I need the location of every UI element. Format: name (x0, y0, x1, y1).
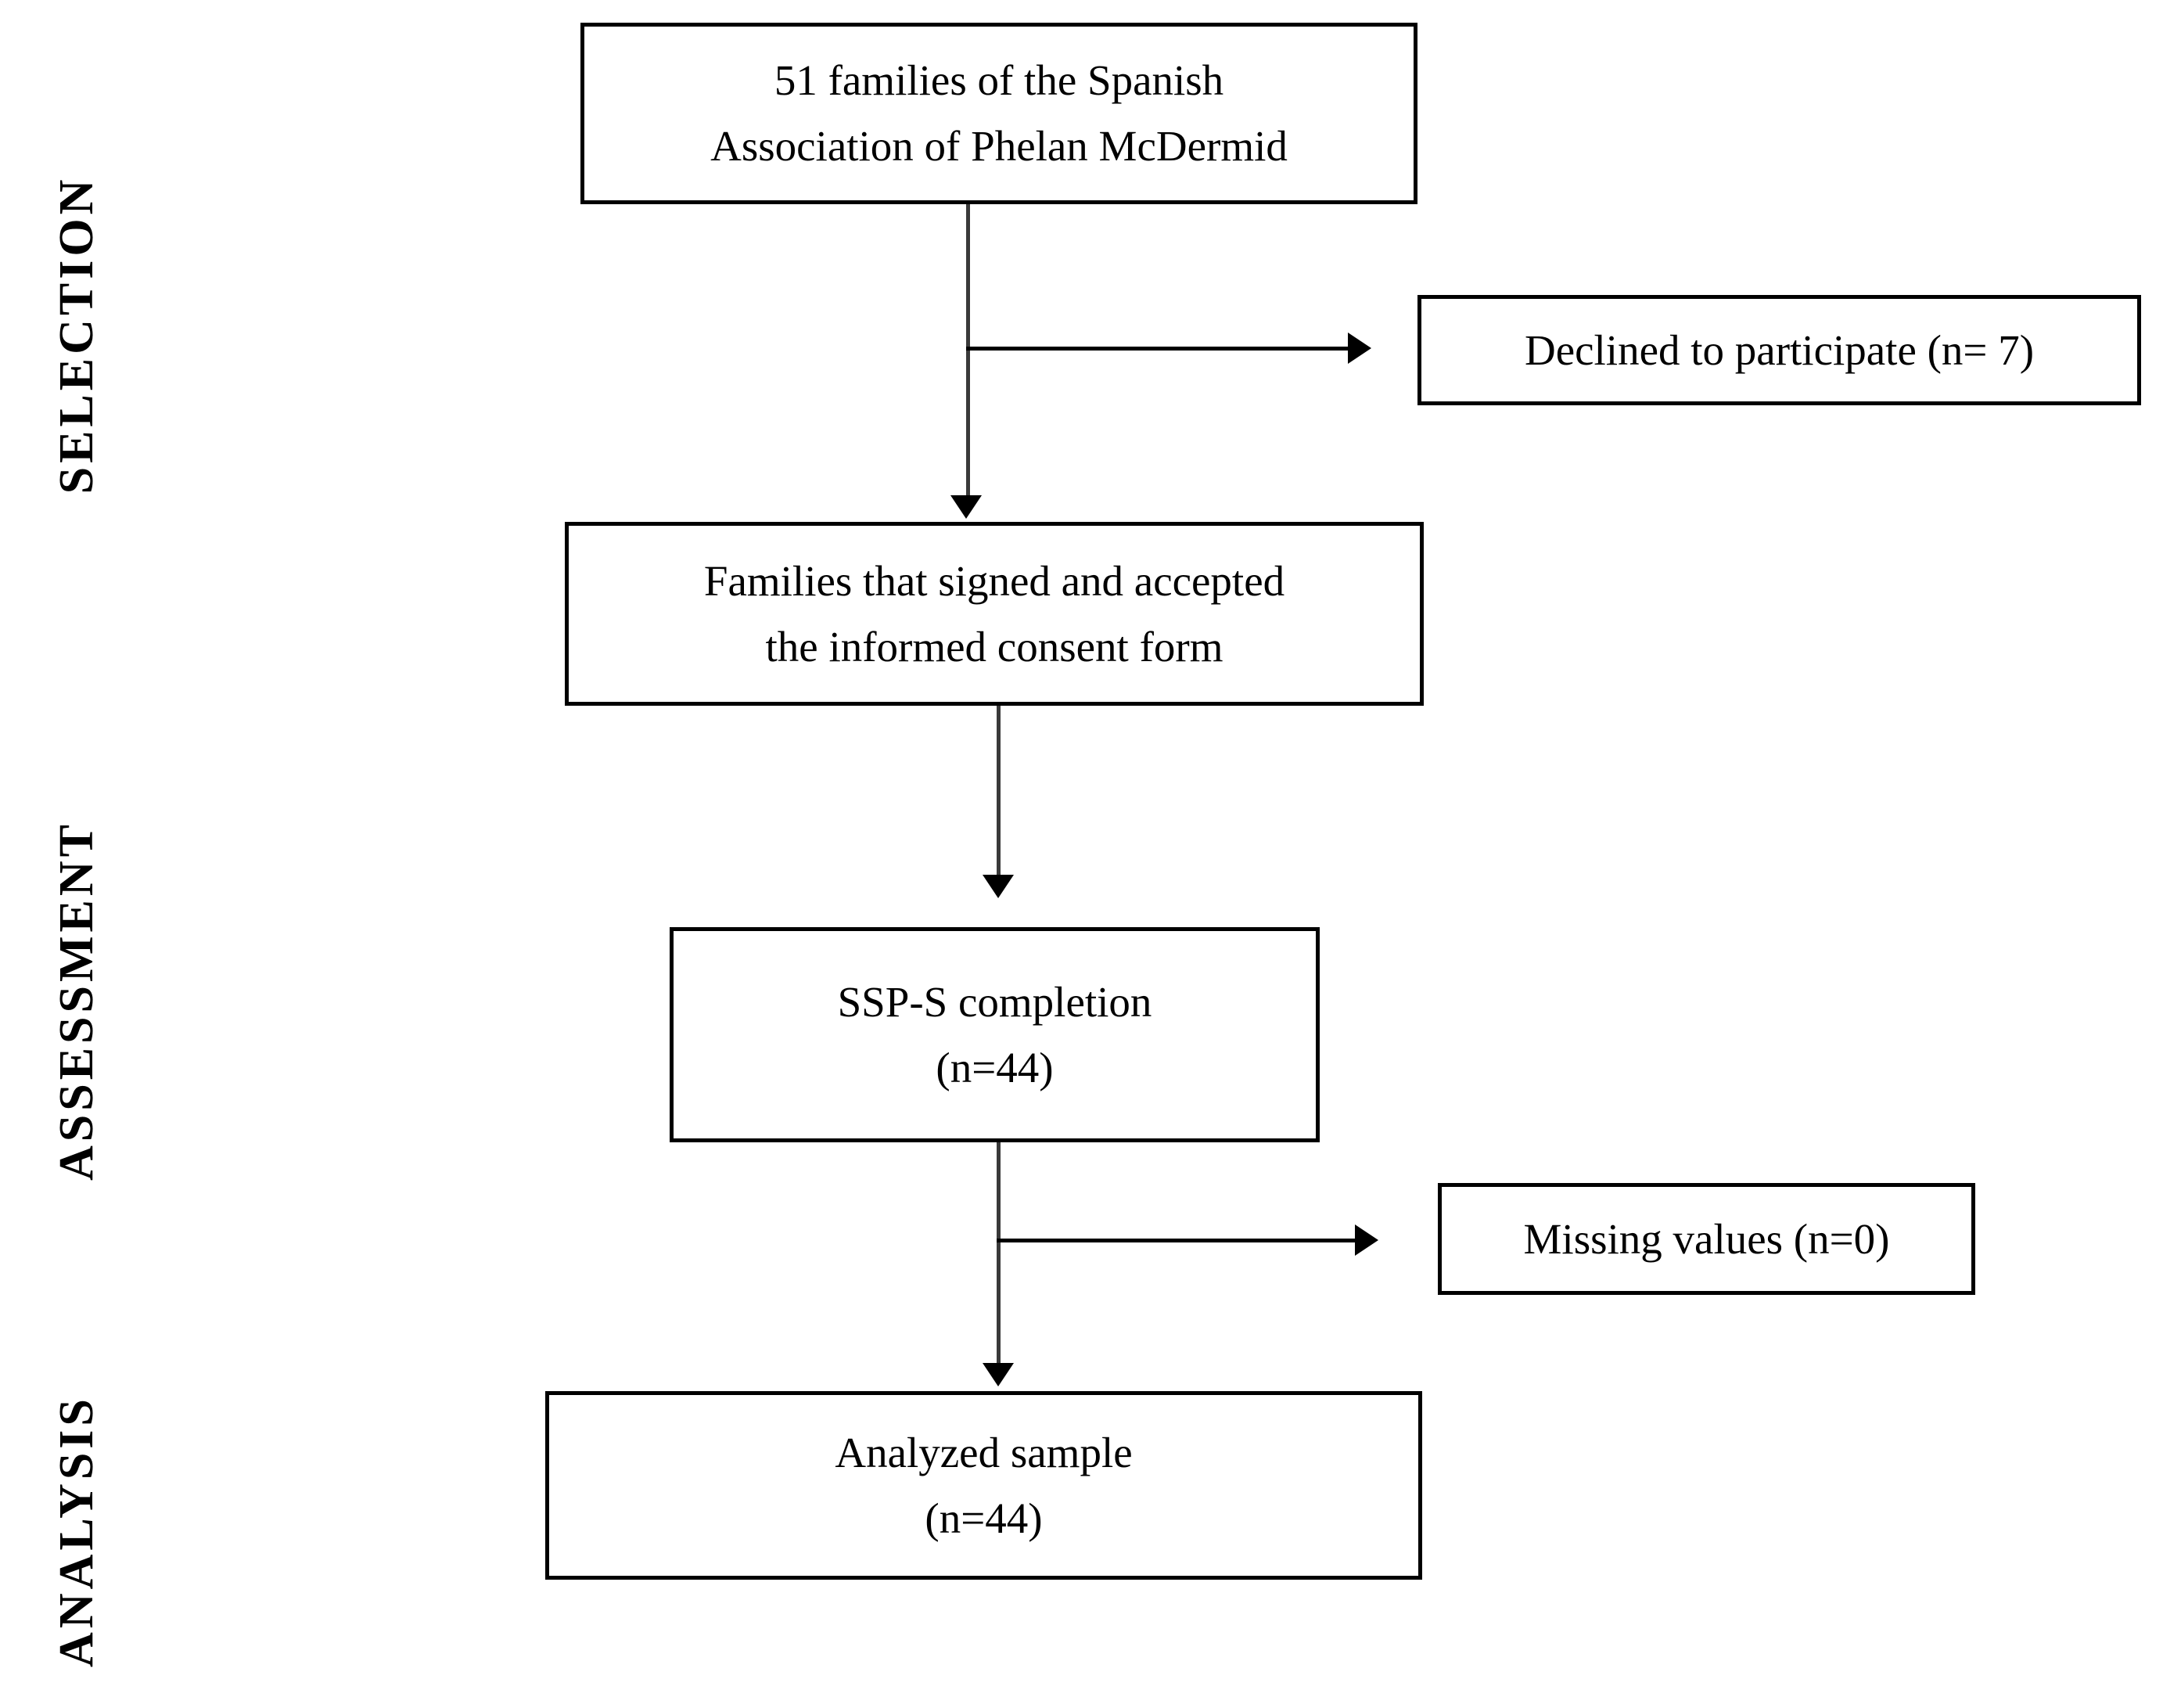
stage-label-analysis: ANALYSIS (50, 1395, 103, 1667)
flow-box-consented-line2: the informed consent form (765, 622, 1223, 671)
stage-label-selection: SELECTION (50, 175, 103, 494)
flow-box-declined-line1: Declined to participate (n= 7) (1524, 325, 2035, 374)
flow-box-source-population-line1: 51 families of the Spanish (774, 56, 1224, 105)
connector-ssps-to-missing-arrowhead (1355, 1224, 1378, 1256)
flow-box-source-population-line2: Association of Phelan McDermid (710, 122, 1288, 170)
flow-box-ssps-completion-line1: SSP-S completion (837, 977, 1152, 1026)
stage-label-assessment: ASSESSMENT (50, 820, 103, 1181)
connector-consented-to-ssps-arrowhead (983, 875, 1014, 898)
connector-ssps-to-analyzed-arrowhead (983, 1363, 1014, 1386)
flow-box-analyzed-sample: Analyzed sample (n=44) (545, 1391, 1422, 1580)
connector-consented-to-ssps-line (997, 706, 1001, 879)
flow-box-source-population: 51 families of the Spanish Association o… (580, 23, 1417, 204)
flow-box-analyzed-sample-line2: (n=44) (925, 1494, 1043, 1542)
connector-source-to-consented-arrowhead (950, 495, 982, 519)
flow-box-consented-line1: Families that signed and accepted (703, 556, 1285, 605)
flow-box-missing-values-line1: Missing values (n=0) (1523, 1214, 1890, 1263)
flow-box-ssps-completion-line2: (n=44) (936, 1043, 1054, 1091)
connector-ssps-to-analyzed-line (997, 1142, 1001, 1369)
flow-box-declined: Declined to participate (n= 7) (1417, 295, 2141, 405)
connector-ssps-to-missing-line (997, 1239, 1356, 1242)
flow-box-ssps-completion: SSP-S completion (n=44) (670, 927, 1320, 1142)
flow-box-consented: Families that signed and accepted the in… (565, 522, 1424, 706)
flow-box-missing-values: Missing values (n=0) (1438, 1183, 1975, 1295)
flow-box-analyzed-sample-line1: Analyzed sample (835, 1428, 1133, 1476)
connector-source-to-declined-line (966, 347, 1349, 351)
connector-source-to-declined-arrowhead (1348, 333, 1371, 364)
connector-source-to-consented-line (966, 204, 970, 502)
